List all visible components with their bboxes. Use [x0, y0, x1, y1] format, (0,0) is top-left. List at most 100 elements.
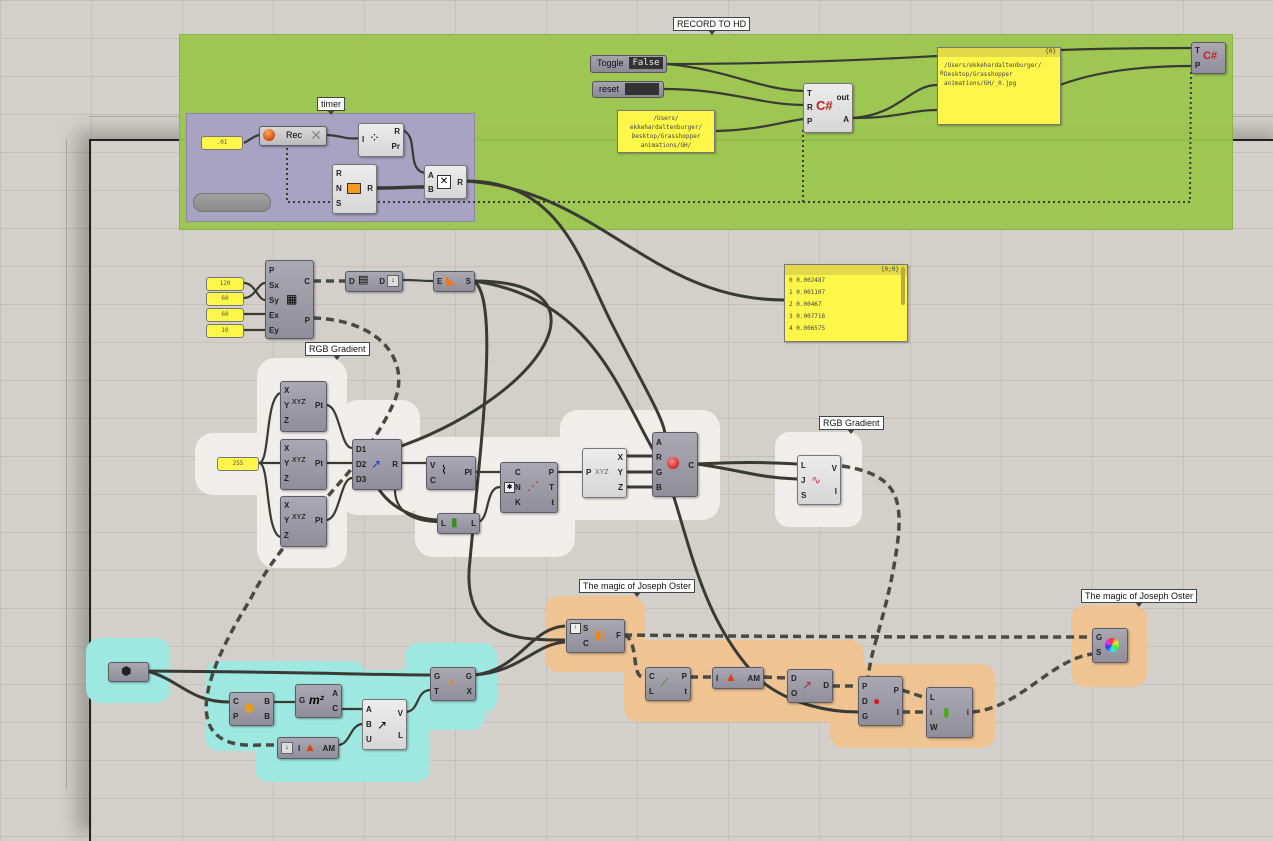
toggle-value[interactable]: False — [629, 57, 663, 69]
port-T[interactable]: T — [549, 483, 554, 492]
construct-point-2[interactable]: X Y Z Pt XYZ — [280, 439, 327, 490]
port-A[interactable]: A — [366, 705, 372, 714]
port-B[interactable]: B — [366, 720, 372, 729]
port-Sy[interactable]: Sy — [269, 296, 279, 305]
list-item-component[interactable]: L i W i ▮ — [926, 687, 973, 738]
port-R-out[interactable]: R — [367, 184, 373, 193]
csharp-script-component[interactable]: T R P out A C# — [803, 83, 853, 133]
port-I[interactable]: I — [834, 487, 837, 496]
port-S[interactable]: S — [336, 199, 342, 208]
port-Z[interactable]: Z — [618, 483, 623, 492]
port-t[interactable]: t — [551, 498, 554, 507]
port-Z[interactable]: Z — [284, 416, 289, 425]
port-Y[interactable]: Y — [284, 401, 290, 410]
values-panel[interactable]: {0;0} 0 0.002487 1 0.001107 2 0.00467 3 … — [784, 264, 908, 342]
port-R[interactable]: R — [336, 169, 342, 178]
port-G[interactable]: G — [1096, 633, 1103, 642]
port-t[interactable]: t — [684, 687, 687, 696]
data-recorder[interactable]: Rec ✕ — [259, 126, 327, 146]
port-Pt[interactable]: Pt — [315, 401, 323, 410]
pull-point-component[interactable]: P D G P I ● — [858, 676, 903, 726]
timer-button[interactable] — [193, 193, 271, 212]
csharp-script-component-2[interactable]: T P C# — [1191, 42, 1226, 74]
port-P[interactable]: P — [681, 672, 687, 681]
port-C[interactable]: C — [583, 639, 589, 648]
settings-icon[interactable]: ✱ — [504, 482, 515, 493]
port-P[interactable]: P — [586, 468, 592, 477]
port-G[interactable]: G — [656, 468, 663, 477]
port-Ey[interactable]: Ey — [269, 326, 279, 335]
random-component[interactable]: I R Pr ⁘ — [358, 123, 404, 157]
port-L[interactable]: L — [398, 731, 403, 740]
port-D[interactable]: D — [862, 697, 868, 706]
port-P[interactable]: P — [807, 117, 813, 126]
curve-closest-point-component[interactable]: C L P t ⟋ — [645, 667, 691, 701]
port-Y[interactable]: Y — [617, 468, 623, 477]
port-Pl[interactable]: Pl — [464, 468, 472, 477]
port-C[interactable]: C — [304, 277, 310, 286]
port-P[interactable]: P — [862, 682, 868, 691]
vector-2pt-cyan[interactable]: A B U V L ↗ — [362, 699, 407, 750]
port-B[interactable]: B — [428, 185, 434, 194]
port-F[interactable]: F — [616, 631, 621, 640]
reset-indicator[interactable] — [625, 83, 659, 95]
port-W[interactable]: W — [930, 723, 938, 732]
construct-point-3[interactable]: X Y Z Pt XYZ — [280, 496, 327, 547]
output-path-panel[interactable]: {0} 0 /Users/ekkehardaltenburger/ Deskto… — [937, 47, 1061, 125]
bounds-component-oster[interactable]: I ▲ AM — [712, 667, 764, 689]
port-i[interactable]: i — [930, 708, 933, 717]
port-Sx[interactable]: Sx — [269, 281, 279, 290]
port-B[interactable]: B — [264, 697, 270, 706]
port-A[interactable]: A — [428, 171, 434, 180]
port-G[interactable]: G — [862, 712, 869, 721]
port-D-out[interactable]: D — [379, 277, 385, 286]
port-L[interactable]: L — [930, 693, 935, 702]
port-R[interactable]: R — [807, 103, 813, 112]
port-I[interactable]: I — [298, 744, 301, 753]
port-B[interactable]: B — [656, 483, 662, 492]
port-D1[interactable]: D1 — [356, 445, 367, 454]
panel-scrollbar[interactable] — [901, 267, 905, 305]
port-D3[interactable]: D3 — [356, 475, 367, 484]
port-J[interactable]: J — [801, 476, 806, 485]
port-B-2[interactable]: B — [264, 712, 270, 721]
port-V[interactable]: V — [397, 709, 403, 718]
deconstruct-domain-component[interactable]: D O D ↗ — [787, 669, 833, 703]
port-C[interactable]: C — [233, 697, 239, 706]
port-N[interactable]: N — [515, 483, 521, 492]
port-C[interactable]: C — [515, 468, 521, 477]
clear-icon[interactable]: ✕ — [310, 127, 322, 143]
port-AM[interactable]: AM — [322, 744, 335, 753]
port-Y[interactable]: Y — [284, 516, 290, 525]
surface-frames-component[interactable]: ↑ S C F ◧ — [566, 619, 625, 653]
port-Pr[interactable]: Pr — [391, 142, 400, 151]
port-K[interactable]: K — [515, 498, 521, 507]
port-Ex[interactable]: Ex — [269, 311, 279, 320]
port-I[interactable]: I — [896, 708, 899, 717]
port-S[interactable]: S — [801, 491, 807, 500]
slider-x-count[interactable]: 120 — [206, 277, 244, 291]
port-L[interactable]: L — [649, 687, 654, 696]
explode-tree-component[interactable]: E S ◣ — [433, 271, 475, 292]
port-P-out[interactable]: P — [304, 316, 310, 325]
rectangular-grid-component[interactable]: P Sx Sy Ex Ey C P ▦ — [265, 260, 314, 339]
port-i-out[interactable]: i — [966, 708, 969, 717]
port-X[interactable]: X — [617, 453, 623, 462]
port-T[interactable]: T — [434, 687, 439, 696]
port-A[interactable]: A — [656, 438, 662, 447]
port-N[interactable]: N — [336, 184, 342, 193]
port-P[interactable]: P — [269, 266, 275, 275]
polyline-component[interactable]: V C Pl ⌇ — [426, 456, 476, 490]
collapse-icon[interactable]: ↓ — [387, 275, 399, 287]
port-D-out[interactable]: D — [823, 681, 829, 690]
slider-extent-y[interactable]: 10 — [206, 324, 244, 338]
port-X[interactable]: X — [284, 386, 290, 395]
port-S[interactable]: S — [465, 277, 471, 286]
port-D2[interactable]: D2 — [356, 460, 367, 469]
port-Y[interactable]: Y — [284, 459, 290, 468]
custom-preview-component[interactable]: G S — [1092, 628, 1128, 663]
move-component[interactable]: G T G X ↗ — [430, 667, 476, 701]
port-R[interactable]: R — [457, 178, 463, 187]
path-panel[interactable]: /Users/ ekkehardaltenburger/ Desktop/Gra… — [617, 110, 715, 153]
colour-rgb-component[interactable]: A R G B C — [652, 432, 698, 497]
